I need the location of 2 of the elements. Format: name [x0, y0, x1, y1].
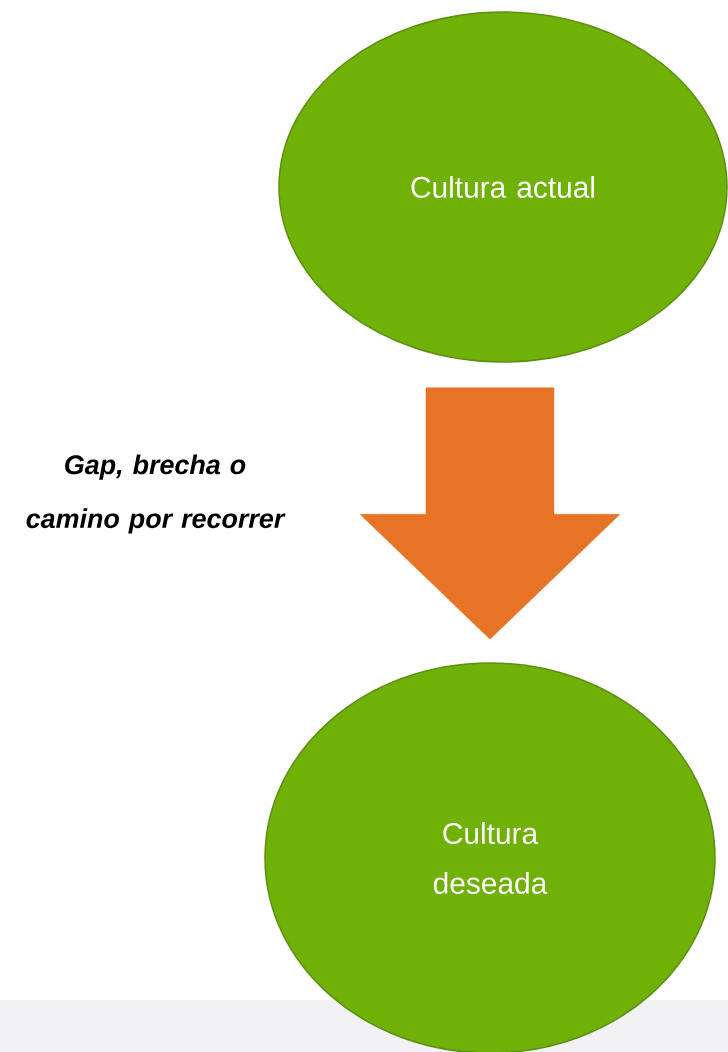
- block-arrow: [359, 387, 621, 640]
- side-note: Gap, brecha o camino por recorrer: [26, 454, 286, 534]
